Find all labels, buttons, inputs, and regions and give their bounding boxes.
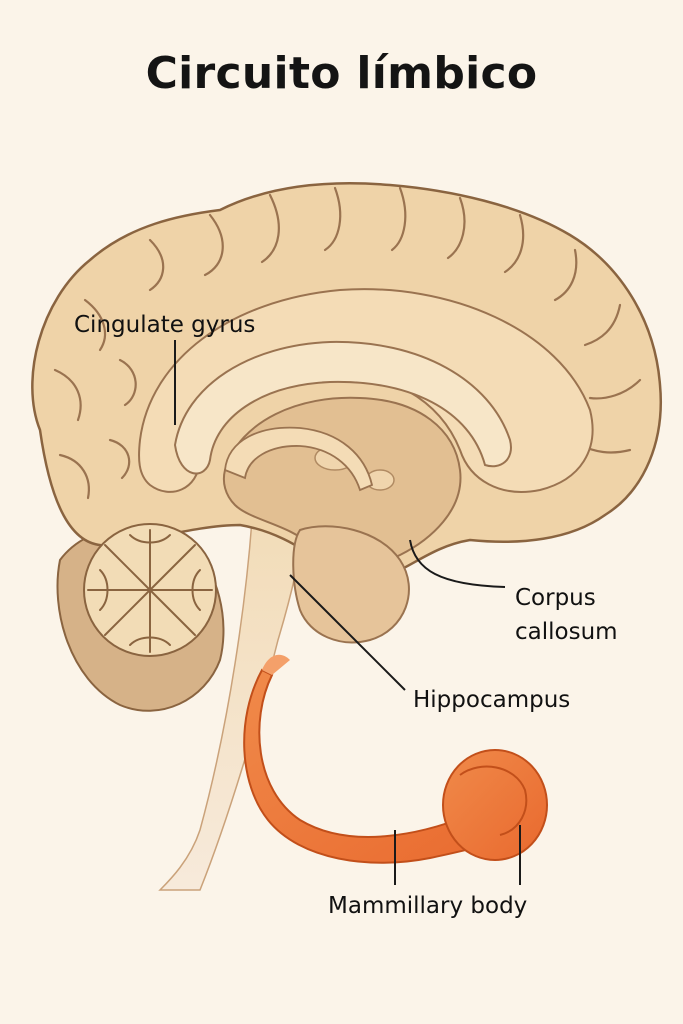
hippocampus-tail — [262, 654, 290, 675]
fornix — [224, 426, 374, 492]
brain-stem — [158, 519, 306, 891]
leader-hippocampus — [289, 574, 406, 691]
leader-lines — [174, 340, 521, 885]
corpus-callosum-shape — [173, 340, 512, 475]
label-corpus-line2: callosum — [515, 619, 618, 645]
cerebellum-folia — [87, 529, 213, 653]
leader-corpus — [409, 539, 506, 588]
label-mammillary-body: Mammillary body — [328, 893, 528, 919]
label-hippocampus: Hippocampus — [413, 687, 571, 713]
label-cingulate-gyrus: Cingulate gyrus — [74, 312, 256, 338]
label-corpus-line1: Corpus — [515, 585, 596, 611]
gyri-folds — [53, 186, 642, 500]
pons — [292, 525, 410, 644]
label-corpus-callosum: Corpus callosum — [515, 581, 618, 649]
diagram-title: Circuito límbico — [145, 48, 538, 99]
